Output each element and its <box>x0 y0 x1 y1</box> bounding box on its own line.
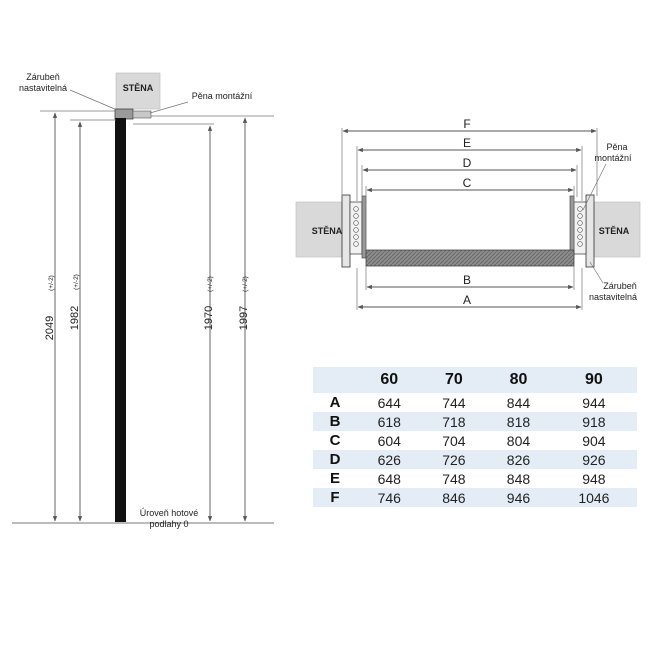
table-row: A 644 744 844 944 <box>313 393 637 412</box>
floor-label-line2: podlahy 0 <box>149 519 188 529</box>
table-cell: 926 <box>550 450 637 469</box>
dim-2049: 2049 <box>44 316 56 340</box>
plan-foam-label-line2: montážní <box>594 153 632 163</box>
table-cell: 844 <box>486 393 551 412</box>
table-header-row: 60 70 80 90 <box>313 367 637 393</box>
table-cell: 704 <box>421 431 487 450</box>
tol-1982: (+/-2) <box>73 274 80 290</box>
table-cell: 904 <box>550 431 637 450</box>
side-foam <box>132 110 152 119</box>
plan-dim-c: C <box>463 176 472 190</box>
table-header-cell: 80 <box>486 367 551 393</box>
table-row-label: D <box>313 450 357 469</box>
side-foam-label: Pěna montážní <box>192 91 253 101</box>
table-row: B 618 718 818 918 <box>313 412 637 431</box>
table-cell: 946 <box>486 488 551 507</box>
table-cell: 848 <box>486 469 551 488</box>
table-cell: 948 <box>550 469 637 488</box>
table-row: C 604 704 804 904 <box>313 431 637 450</box>
plan-view: STĚNA STĚNA <box>295 117 641 310</box>
plan-wall-left-label: STĚNA <box>312 225 343 236</box>
side-frame-label-line2: nastavitelná <box>19 83 67 93</box>
dim-1997: 1997 <box>238 306 250 330</box>
plan-dim-d: D <box>463 156 472 170</box>
table-header-cell: 70 <box>421 367 487 393</box>
table-cell: 846 <box>421 488 487 507</box>
table-cell: 804 <box>486 431 551 450</box>
table-cell: 618 <box>357 412 422 431</box>
table-cell: 918 <box>550 412 637 431</box>
table-cell: 744 <box>421 393 487 412</box>
plan-dim-b: B <box>463 273 471 287</box>
plan-frame-left <box>341 194 351 268</box>
table-row-label: B <box>313 412 357 431</box>
table-row: E 648 748 848 948 <box>313 469 637 488</box>
table-cell: 944 <box>550 393 637 412</box>
table-cell: 818 <box>486 412 551 431</box>
plan-wall-left <box>295 201 343 258</box>
side-wall-label: STĚNA <box>123 82 154 93</box>
table-cell: 718 <box>421 412 487 431</box>
table-row-label: F <box>313 488 357 507</box>
side-wall-block <box>115 72 161 110</box>
dim-1970: 1970 <box>203 306 215 330</box>
plan-dim-e: E <box>463 136 471 150</box>
table-header-cell: 90 <box>550 367 637 393</box>
table-cell: 1046 <box>550 488 637 507</box>
table-cell: 746 <box>357 488 422 507</box>
table-cell: 604 <box>357 431 422 450</box>
side-frame-head <box>114 108 134 120</box>
table-row: F 746 846 946 1046 <box>313 488 637 507</box>
door-leaf <box>115 118 126 522</box>
plan-foam-label-line1: Pěna <box>606 142 627 152</box>
plan-dim-a: A <box>463 293 471 307</box>
table-cell: 726 <box>421 450 487 469</box>
tol-2049: (+/-2) <box>48 275 55 291</box>
table-cell: 626 <box>357 450 422 469</box>
plan-frame-right <box>585 194 595 268</box>
table-cell: 826 <box>486 450 551 469</box>
table-row-label: E <box>313 469 357 488</box>
plan-wall-right-label: STĚNA <box>599 225 630 236</box>
plan-frame-label-line2: nastavitelná <box>589 292 637 302</box>
table-header-cell: 60 <box>357 367 422 393</box>
dim-1982: 1982 <box>69 306 81 330</box>
dimension-table: 60 70 80 90 A 644 744 844 944 B 618 718 … <box>313 367 637 507</box>
plan-dim-f: F <box>463 117 470 131</box>
tol-1970: (+/-2) <box>207 276 214 292</box>
table-cell: 648 <box>357 469 422 488</box>
plan-frame-label-line1: Zárubeň <box>603 281 637 291</box>
side-view: STĚNA Zárubeň nastavitelná Pěna montážní… <box>12 72 274 529</box>
table-header-cell <box>313 367 357 393</box>
table-row: D 626 726 826 926 <box>313 450 637 469</box>
floor-label-line1: Úroveň hotové <box>140 508 199 518</box>
table-cell: 748 <box>421 469 487 488</box>
table-cell: 644 <box>357 393 422 412</box>
tol-1997: (+/-2) <box>242 276 249 292</box>
table-row-label: A <box>313 393 357 412</box>
table-row-label: C <box>313 431 357 450</box>
side-frame-label-line1: Zárubeň <box>26 72 60 82</box>
plan-door-leaf <box>365 249 575 267</box>
